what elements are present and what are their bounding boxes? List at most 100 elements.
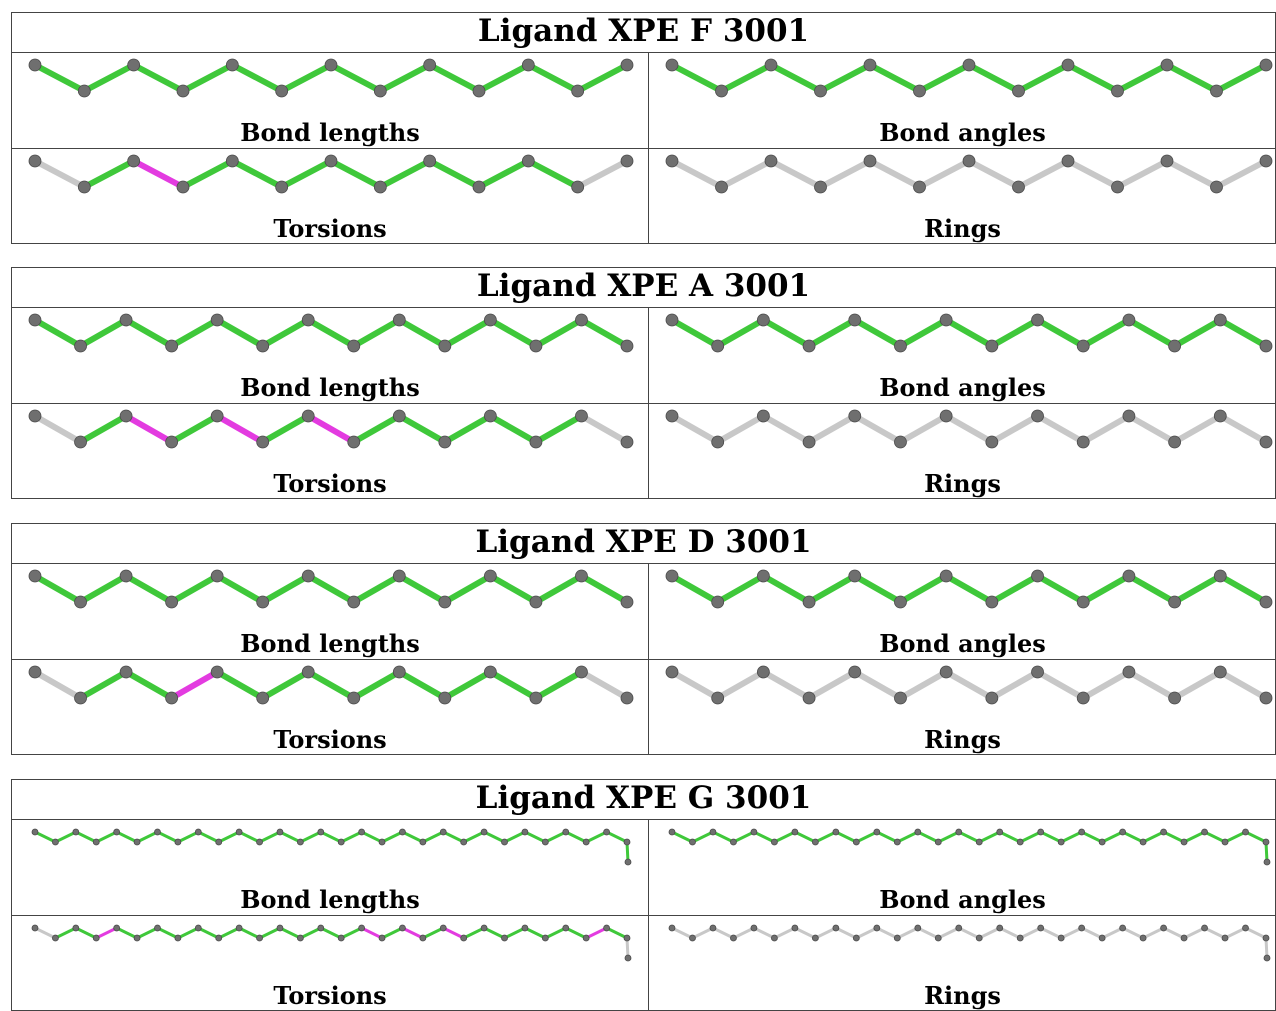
- bond-green: [350, 317, 403, 349]
- bond-green: [1171, 317, 1224, 349]
- bond-green: [81, 158, 137, 190]
- bond-green: [523, 926, 547, 940]
- molecule-structure: [28, 569, 634, 609]
- atom: [575, 409, 588, 423]
- atom: [962, 154, 976, 168]
- atom: [165, 435, 179, 449]
- bond-green: [851, 573, 904, 605]
- bond-green: [564, 830, 588, 844]
- bond-green: [377, 158, 433, 190]
- atom: [256, 435, 270, 449]
- atom: [119, 313, 133, 327]
- atom: [975, 934, 983, 942]
- atom: [863, 58, 877, 72]
- atom: [399, 924, 406, 932]
- bond-green: [1121, 830, 1145, 844]
- bond-green: [988, 573, 1041, 605]
- atom: [711, 595, 725, 609]
- atom: [1031, 409, 1044, 423]
- bond-green: [957, 830, 981, 844]
- atom: [571, 84, 585, 98]
- bond-grey: [806, 413, 858, 445]
- atom: [541, 838, 549, 846]
- ligand-panel: Rings: [649, 659, 1276, 755]
- bond-green: [94, 830, 119, 844]
- panel-label: Bond lengths: [240, 373, 420, 402]
- bond-grey: [943, 669, 995, 701]
- bond-green: [168, 317, 221, 349]
- atom: [174, 838, 182, 846]
- bond-grey: [711, 926, 735, 940]
- bond-green: [806, 317, 858, 349]
- ligand-panel: Bond angles: [649, 52, 1276, 148]
- atom: [165, 595, 179, 609]
- bond-green: [760, 317, 813, 349]
- atom: [715, 180, 728, 194]
- bond-green: [396, 669, 448, 701]
- bond-green: [1015, 62, 1071, 94]
- atom: [771, 934, 778, 942]
- atom: [529, 339, 543, 353]
- bond-grey: [1059, 926, 1084, 940]
- bond-grey: [33, 926, 57, 940]
- bond-magenta: [168, 669, 221, 701]
- atom: [373, 180, 387, 194]
- ligand-panel: Bond lengths: [12, 819, 649, 915]
- bond-green: [503, 926, 527, 940]
- atom: [358, 924, 366, 932]
- bond-green: [278, 158, 334, 190]
- atom: [1098, 838, 1106, 846]
- bond-grey: [793, 926, 817, 940]
- atom: [1210, 84, 1223, 98]
- atom: [1057, 934, 1065, 942]
- atom: [802, 339, 816, 353]
- bond-grey: [669, 413, 721, 445]
- atom: [423, 58, 437, 72]
- atom: [848, 409, 862, 423]
- atom: [439, 924, 447, 932]
- bond-grey: [977, 926, 1002, 940]
- bond-green: [482, 926, 507, 940]
- bond-green: [1162, 830, 1186, 844]
- bond-grey: [1217, 413, 1269, 445]
- atom: [521, 924, 529, 932]
- bond-grey: [1244, 926, 1268, 940]
- atom: [72, 924, 80, 932]
- atom: [301, 409, 315, 423]
- bond-grey: [752, 926, 776, 940]
- bond-green: [33, 830, 57, 844]
- atom: [1122, 665, 1136, 679]
- ligand-panel: Rings: [649, 148, 1276, 244]
- bond-green: [319, 926, 343, 940]
- atom: [893, 934, 901, 942]
- atom: [347, 595, 361, 609]
- ligand-title: Ligand XPE A 3001: [476, 268, 811, 304]
- atom: [730, 838, 737, 846]
- atom: [665, 665, 679, 679]
- bond-grey: [574, 158, 630, 190]
- atom: [1076, 435, 1090, 449]
- bond-grey: [1164, 158, 1220, 190]
- bond-grey: [817, 158, 873, 190]
- atom: [72, 828, 80, 836]
- atom: [210, 665, 224, 679]
- atom: [1180, 838, 1188, 846]
- atom: [1213, 665, 1227, 679]
- atom: [575, 569, 588, 583]
- bond-green: [32, 573, 84, 605]
- bond-green: [380, 830, 404, 844]
- bond-grey: [1015, 158, 1071, 190]
- ligand-panel: Rings: [649, 915, 1276, 1011]
- bond-green: [176, 926, 200, 940]
- atom: [133, 838, 141, 846]
- bond-grey: [669, 669, 721, 701]
- bond-green: [123, 317, 175, 349]
- bond-green: [487, 413, 539, 445]
- bond-green: [669, 62, 725, 94]
- atom: [1160, 828, 1167, 836]
- atom: [210, 409, 224, 423]
- atom: [894, 339, 907, 353]
- bond-green: [487, 317, 539, 349]
- atom: [791, 924, 799, 932]
- panel-label: Bond lengths: [240, 629, 420, 658]
